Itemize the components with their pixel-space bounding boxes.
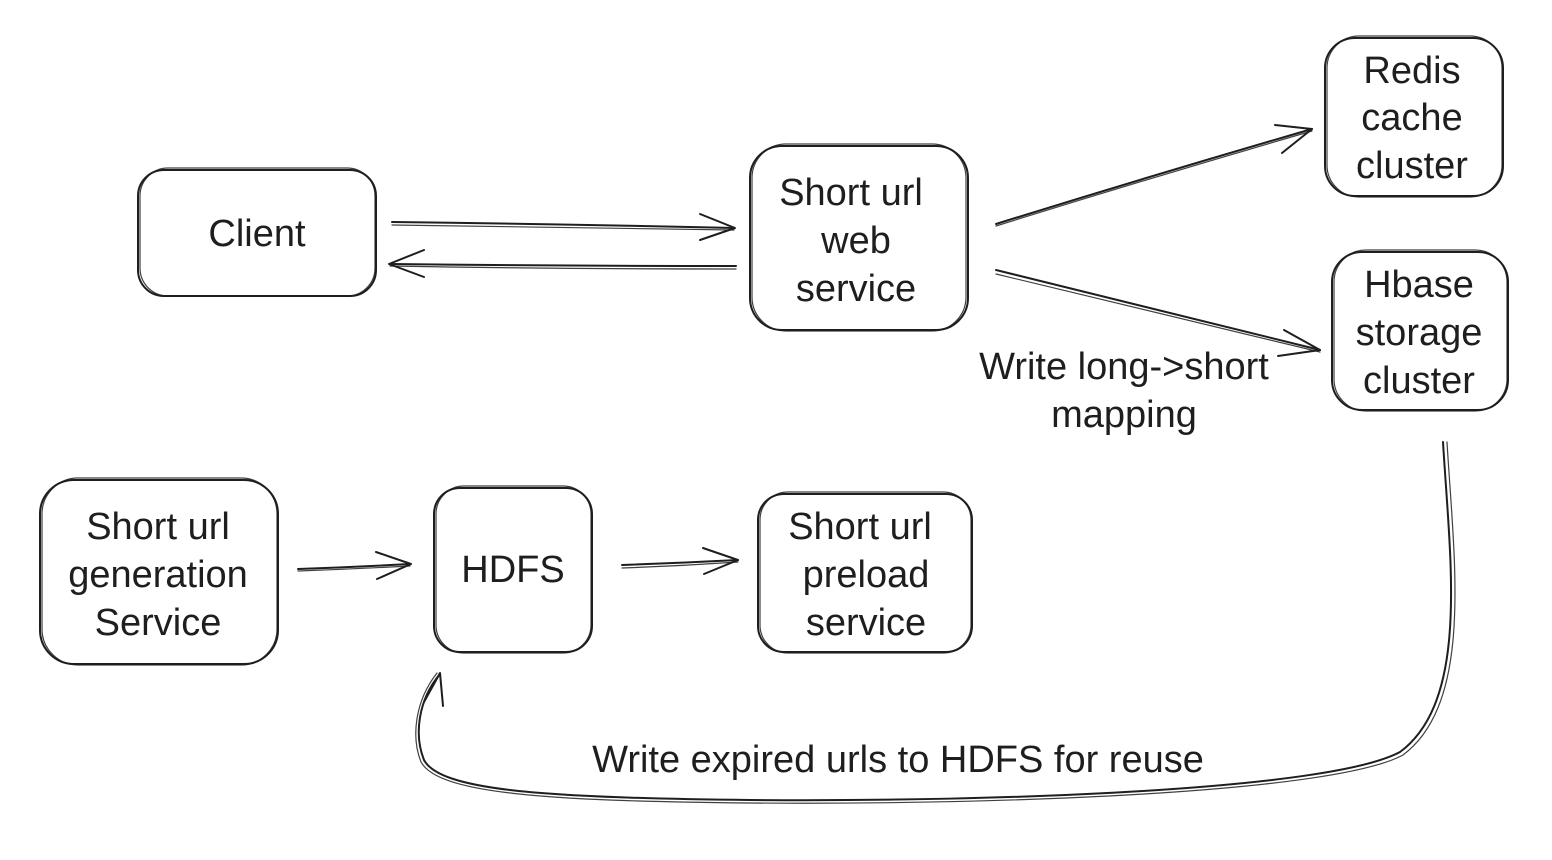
edge-generation-to-hdfs[interactable]: [297, 551, 412, 580]
edge-client-to-web-service[interactable]: [391, 213, 736, 241]
node-hdfs[interactable]: HDFS: [433, 485, 593, 654]
node-preload-label-line3: service: [806, 602, 926, 644]
node-hbase-label-line3: cluster: [1363, 360, 1475, 402]
edge-web-service-to-redis[interactable]: [995, 124, 1313, 227]
node-client[interactable]: Client: [137, 167, 377, 297]
edge-hbase-to-hdfs[interactable]: [415, 441, 1456, 804]
node-redis-cache-cluster[interactable]: Redis cache cluster: [1324, 35, 1504, 198]
node-redis-label-line1: Redis: [1363, 50, 1460, 92]
node-hbase-label-line2: storage: [1356, 312, 1483, 354]
edge-web-service-to-client[interactable]: [388, 249, 737, 278]
node-hdfs-label-line1: HDFS: [461, 549, 564, 591]
node-hbase-storage-cluster[interactable]: Hbase storage cluster: [1331, 249, 1509, 412]
node-short-url-generation-service[interactable]: Short url generation Service: [39, 477, 279, 666]
node-short-url-web-service[interactable]: Short url web service: [749, 143, 969, 332]
node-redis-label-line3: cluster: [1356, 145, 1468, 187]
node-web-service-label-line3: service: [796, 268, 916, 310]
edge-label-long-short-mapping-line1: Write long->short: [979, 346, 1269, 388]
node-client-label-line1: Client: [208, 213, 306, 255]
node-generation-label-line3: Service: [95, 602, 222, 644]
edge-hdfs-to-preload[interactable]: [621, 547, 739, 575]
node-preload-label-line1: Short url: [788, 506, 932, 548]
node-web-service-label-line2: web: [820, 220, 891, 262]
node-redis-label-line2: cache: [1361, 97, 1462, 139]
node-hbase-label-line1: Hbase: [1364, 264, 1474, 306]
node-web-service-label-line1: Short url: [779, 172, 923, 214]
node-generation-label-line2: generation: [68, 554, 248, 596]
edge-label-long-short-mapping-line2: mapping: [1051, 394, 1197, 436]
node-generation-label-line1: Short url: [86, 506, 230, 548]
node-short-url-preload-service[interactable]: Short url preload service: [757, 491, 973, 654]
node-preload-label-line2: preload: [803, 554, 930, 596]
edge-label-expired-urls: Write expired urls to HDFS for reuse: [592, 739, 1204, 781]
edge-web-service-to-hbase[interactable]: [995, 269, 1321, 357]
